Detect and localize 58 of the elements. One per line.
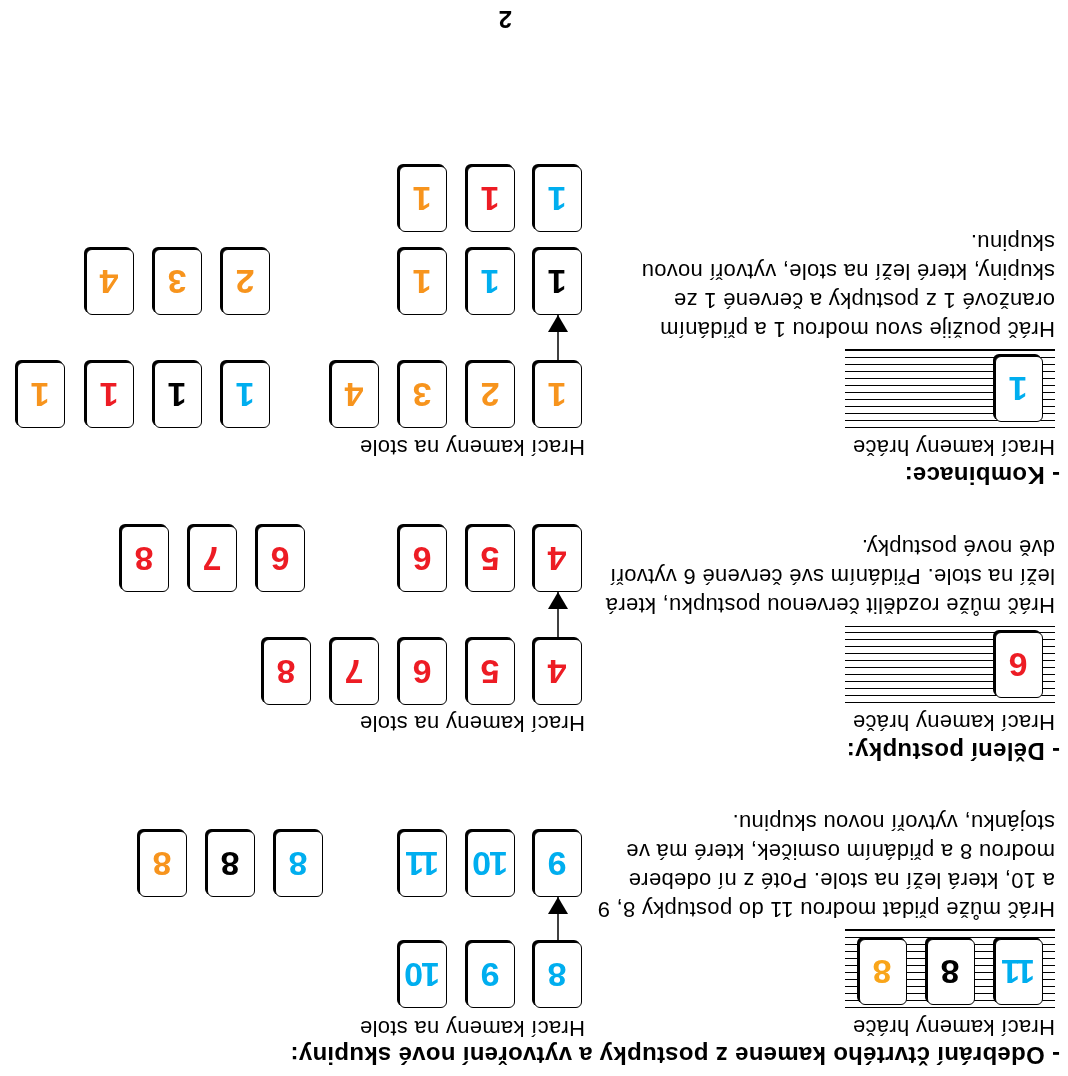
number-tile: 8 (121, 526, 169, 592)
number-tile: 1 (399, 166, 447, 232)
rack-caption: Hrací kameny hráče (852, 434, 1055, 462)
number-tile: 1 (86, 362, 134, 428)
number-tile: 7 (331, 639, 379, 705)
number-tile: 1 (154, 362, 202, 428)
number-tile: 1 (995, 356, 1043, 422)
number-tile: 2 (467, 362, 515, 428)
number-tile: 11 (399, 831, 447, 897)
number-tile: 8 (207, 831, 255, 897)
number-tile: 1 (534, 362, 582, 428)
number-tile: 3 (154, 249, 202, 315)
arrow (548, 591, 568, 640)
number-tile: 8 (139, 831, 187, 897)
number-tile: 8 (859, 939, 907, 1005)
number-tile: 1 (17, 362, 65, 428)
number-tile: 7 (189, 526, 237, 592)
arrow (548, 314, 568, 363)
number-tile: 4 (86, 249, 134, 315)
number-tile: 8 (263, 639, 311, 705)
number-tile: 11 (995, 939, 1043, 1005)
description-text: Hráč může rozdělit červenou postupku, která leží na stole. Přidáním své červené 6 vytvoří dvě nové postupky. (604, 534, 1055, 620)
number-tile: 1 (399, 249, 447, 315)
rack-caption: Hrací kameny hráče (852, 1014, 1055, 1042)
number-tile: 6 (399, 526, 447, 592)
number-tile: 10 (467, 831, 515, 897)
page-number: 2 (498, 5, 512, 34)
section-heading: - Odebrání čtvrtého kamene z postupky a vytvoření nové skupiny: (290, 1041, 1060, 1070)
section-heading: - Dělení postupky: (846, 737, 1060, 766)
number-tile: 8 (275, 831, 323, 897)
table-caption: Hrací kameny na stole (358, 710, 585, 738)
number-tile: 1 (534, 249, 582, 315)
number-tile: 4 (331, 362, 379, 428)
number-tile: 5 (467, 526, 515, 592)
section-heading: - Kombinace: (904, 461, 1060, 490)
number-tile: 4 (534, 526, 582, 592)
number-tile: 1 (222, 362, 270, 428)
number-tile: 1 (467, 166, 515, 232)
rack-caption: Hrací kameny hráče (852, 709, 1055, 737)
number-tile: 9 (534, 831, 582, 897)
number-tile: 3 (399, 362, 447, 428)
number-tile: 1 (467, 249, 515, 315)
number-tile: 2 (222, 249, 270, 315)
description-text: Hráč může přidat modrou 11 do postupky 8, 9 a 10, která leží na stole. Poté z ní odebere modrou 8 a přidáním osmiček, které má ve stojánku, vytvoří novou skupinu. (596, 809, 1055, 924)
description-text: Hráč použije svou modrou 1 a přidáním oranžové 1 z postupky a červené 1 ze skupiny, které leží na stole, vytvoří novou skupinu. (640, 229, 1055, 344)
arrow (548, 896, 568, 943)
number-tile: 10 (399, 942, 447, 1008)
number-tile: 5 (467, 639, 515, 705)
number-tile: 6 (257, 526, 305, 592)
number-tile: 8 (534, 942, 582, 1008)
number-tile: 4 (534, 639, 582, 705)
number-tile: 6 (399, 639, 447, 705)
table-caption: Hrací kameny na stole (358, 1015, 585, 1042)
number-tile: 1 (534, 166, 582, 232)
table-caption: Hrací kameny na stole (358, 434, 585, 462)
number-tile: 9 (467, 942, 515, 1008)
number-tile: 6 (995, 632, 1043, 698)
number-tile: 8 (927, 939, 975, 1005)
